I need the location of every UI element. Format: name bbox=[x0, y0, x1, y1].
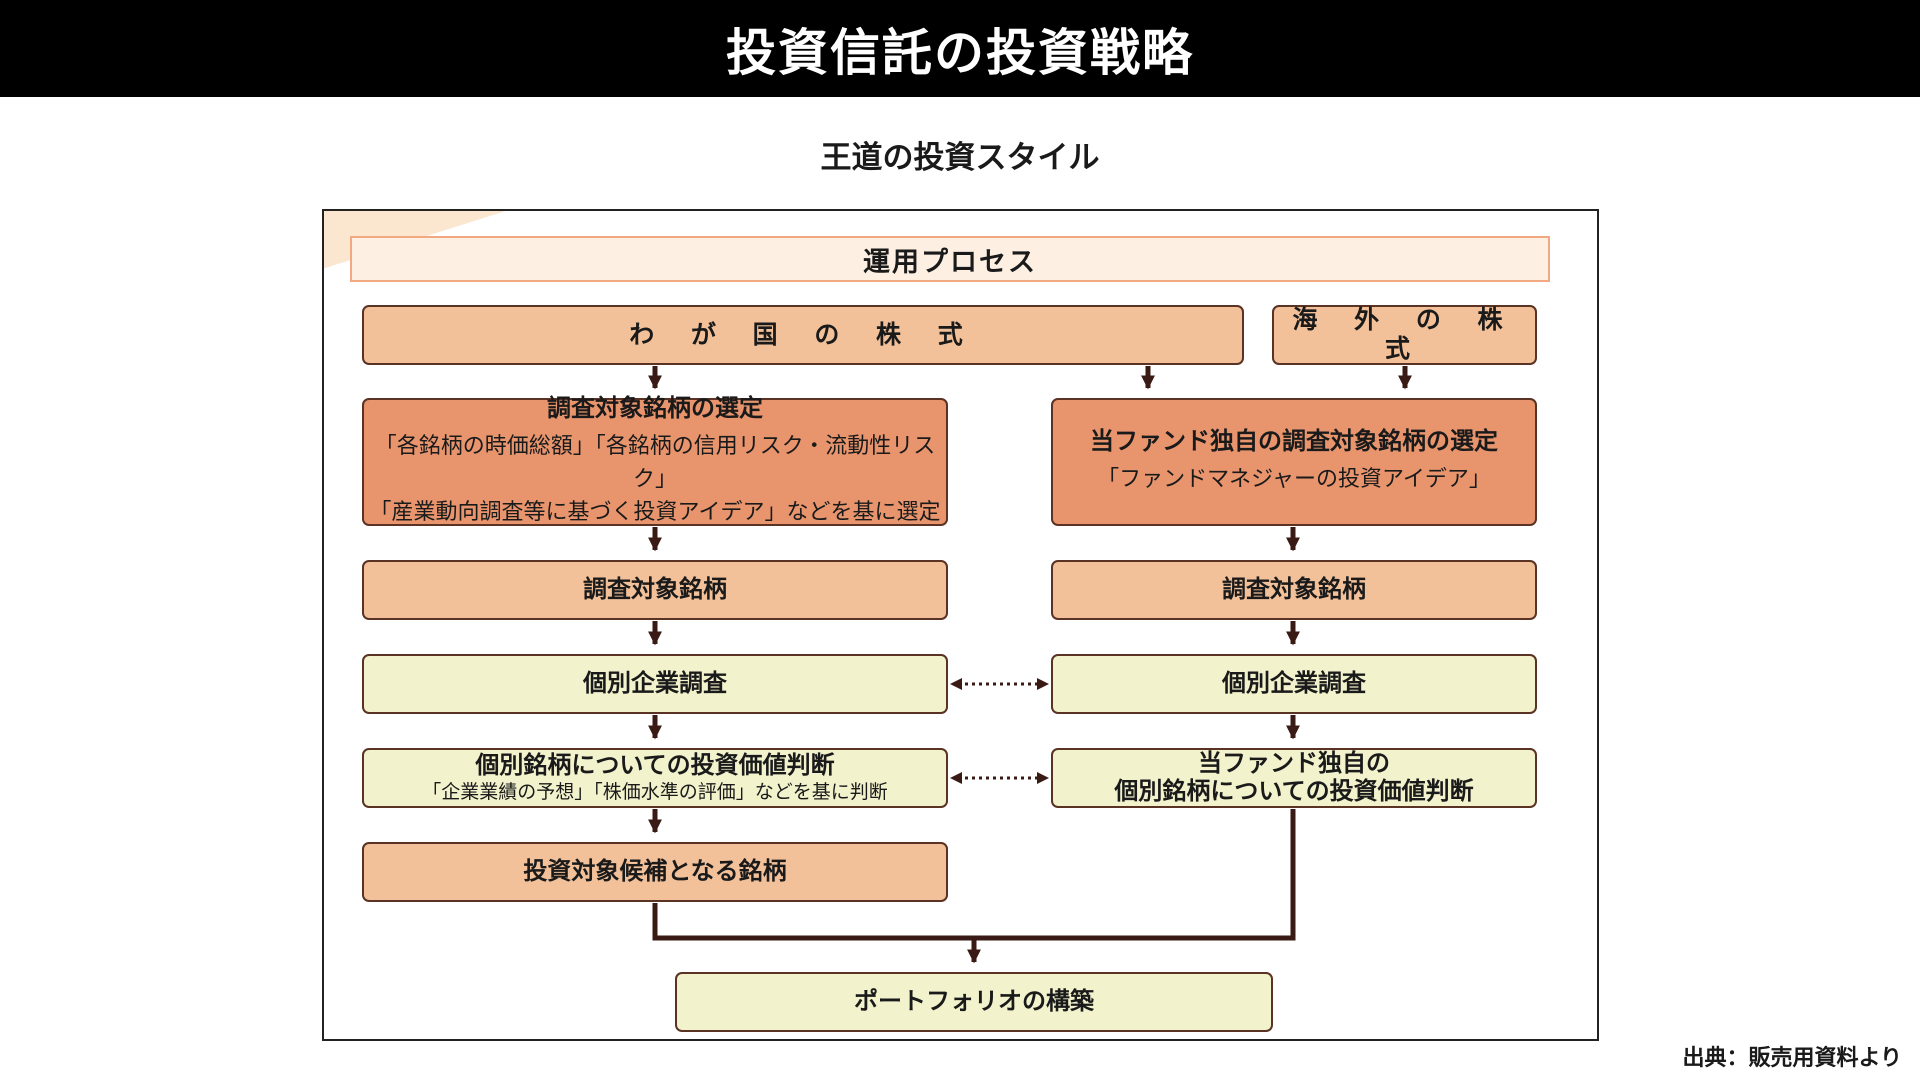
domestic-market-label: わ が 国 の 株 式 bbox=[629, 319, 977, 349]
domestic-selection-box: 調査対象銘柄の選定 「各銘柄の時価総額」「各銘柄の信用リスク・流動性リスク」 「… bbox=[362, 393, 948, 529]
domestic-selection-criteria: 「各銘柄の時価総額」「各銘柄の信用リスク・流動性リスク」 「産業動向調査等に基づ… bbox=[364, 430, 946, 529]
foreign-valuation-line2: 個別銘柄についての投資価値判断 bbox=[1114, 777, 1474, 805]
foreign-selection-title: 当ファンド独自の調査対象銘柄の選定 bbox=[1090, 426, 1498, 455]
domestic-valuation-title: 個別銘柄についての投資価値判断 bbox=[475, 751, 835, 780]
page-subtitle: 王道の投資スタイル bbox=[820, 140, 1100, 176]
foreign-market-box: 海 外 の 株 式 bbox=[1272, 305, 1537, 365]
foreign-selection-box: 当ファンド独自の調査対象銘柄の選定 「ファンドマネジャーの投資アイデア」 bbox=[1051, 398, 1537, 526]
foreign-valuation-line1: 当ファンド独自の bbox=[1198, 749, 1390, 778]
domestic-research-universe-box: 調査対象銘柄 bbox=[362, 560, 948, 620]
foreign-selection-sub: 「ファンドマネジャーの投資アイデア」 bbox=[1097, 467, 1491, 493]
foreign-valuation-box: 当ファンド独自の 個別銘柄についての投資価値判断 bbox=[1051, 748, 1537, 808]
portfolio-label: ポートフォリオの構築 bbox=[854, 987, 1094, 1016]
domestic-selection-line1: 「各銘柄の時価総額」「各銘柄の信用リスク・流動性リスク」 bbox=[374, 434, 936, 493]
process-header: 運用プロセス bbox=[350, 236, 1550, 282]
domestic-valuation-sub: 「企業業績の予想」「株価水準の評価」などを基に判断 bbox=[422, 780, 888, 803]
foreign-research-universe-box: 調査対象銘柄 bbox=[1051, 560, 1537, 620]
domestic-market-box: わ が 国 の 株 式 bbox=[362, 305, 1244, 365]
foreign-market-label: 海 外 の 株 式 bbox=[1292, 305, 1517, 363]
source-note: 出典：販売用資料より bbox=[1682, 1046, 1902, 1071]
domestic-company-research-box: 個別企業調査 bbox=[362, 654, 948, 714]
domestic-candidates-label: 投資対象候補となる銘柄 bbox=[523, 857, 787, 886]
foreign-company-research-box: 個別企業調査 bbox=[1051, 654, 1537, 714]
foreign-company-research-label: 個別企業調査 bbox=[1222, 669, 1366, 698]
domestic-research-universe-label: 調査対象銘柄 bbox=[583, 575, 727, 604]
domestic-selection-title: 調査対象銘柄の選定 bbox=[547, 393, 763, 422]
domestic-selection-line2: 「産業動向調査等に基づく投資アイデア」などを基に選定 bbox=[369, 500, 941, 526]
foreign-research-universe-label: 調査対象銘柄 bbox=[1222, 575, 1366, 604]
page-title: 投資信託の投資戦略 bbox=[0, 0, 1920, 97]
portfolio-box: ポートフォリオの構築 bbox=[675, 972, 1273, 1032]
domestic-company-research-label: 個別企業調査 bbox=[583, 669, 727, 698]
domestic-valuation-box: 個別銘柄についての投資価値判断 「企業業績の予想」「株価水準の評価」などを基に判… bbox=[362, 748, 948, 808]
domestic-candidates-box: 投資対象候補となる銘柄 bbox=[362, 842, 948, 902]
